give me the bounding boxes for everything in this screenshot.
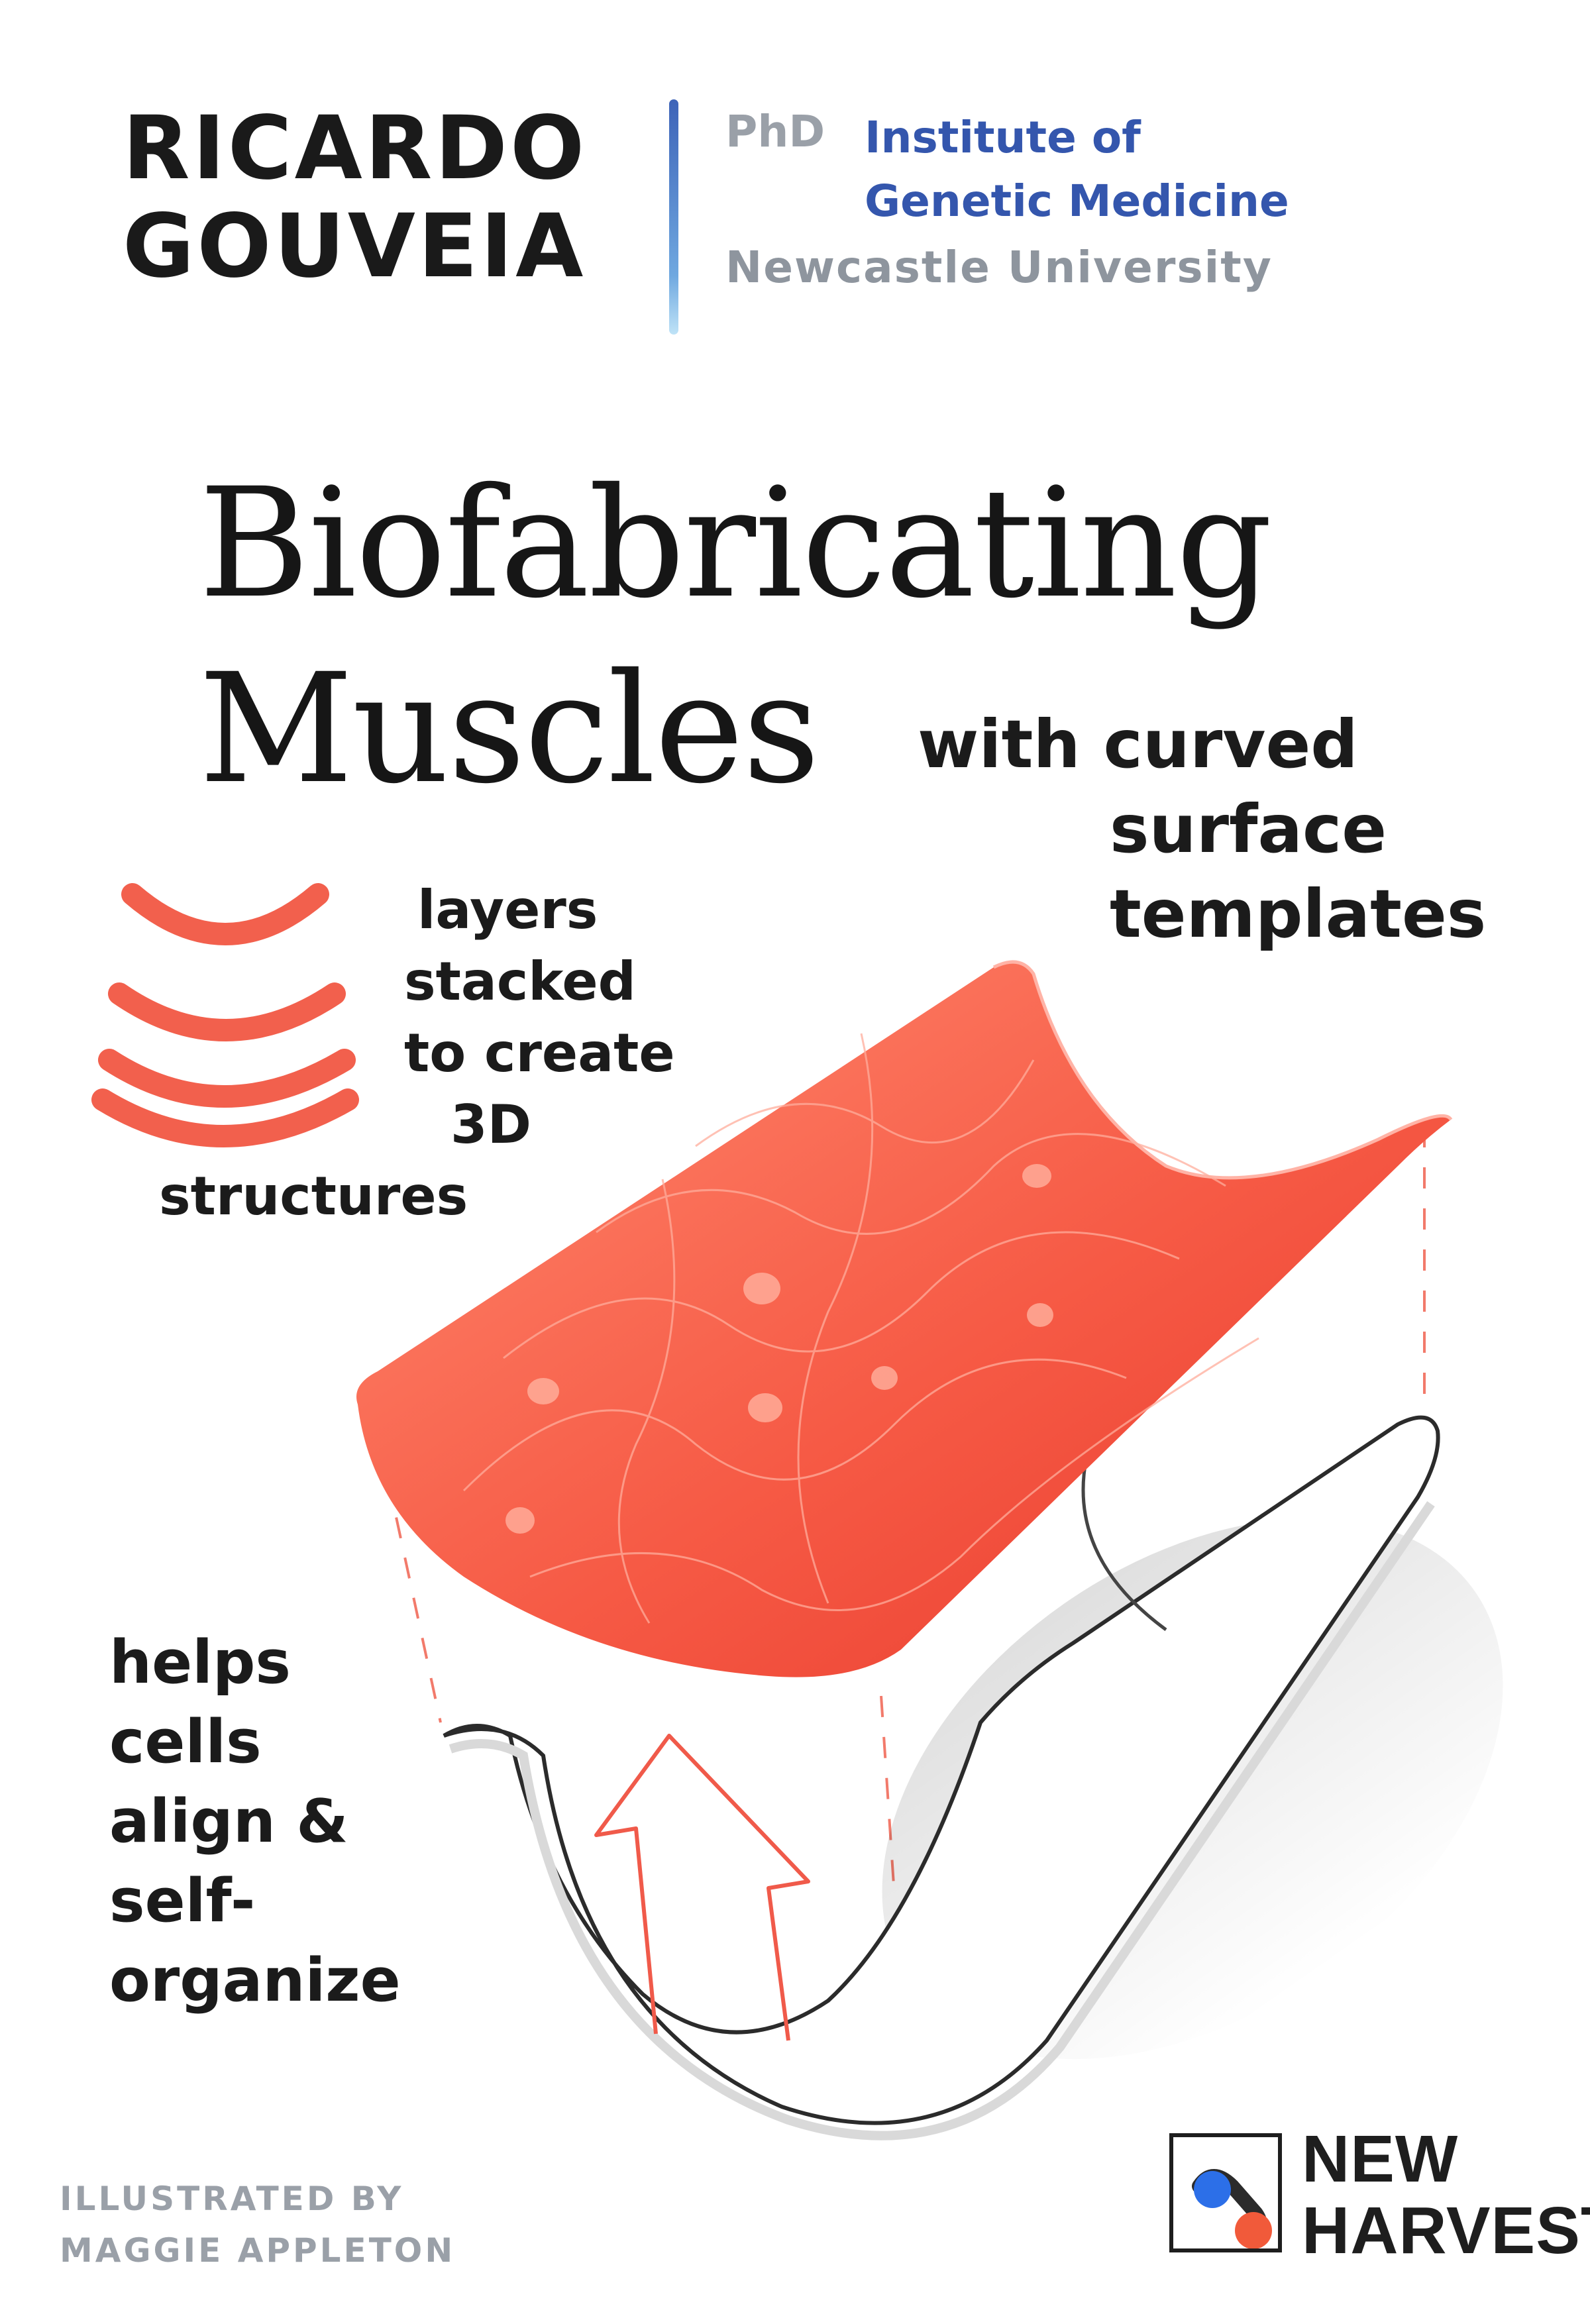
title-line-2: Muscles (199, 641, 820, 817)
logo-frame (1169, 2133, 1282, 2252)
cell-nuclei (505, 1164, 1053, 1534)
note-cells-line-4: self- (109, 1866, 256, 1936)
note-layers-line-5: structures (159, 1165, 468, 1227)
up-arrow-icon (594, 1734, 810, 2041)
author-name: RICARDO GOUVEIA (123, 99, 587, 295)
author-first-name: RICARDO (123, 97, 588, 199)
logo-line-1: NEW (1302, 2122, 1459, 2196)
page-title: Biofabricating Muscles (199, 450, 1273, 821)
stacked-layers-icon (91, 883, 359, 1147)
curved-template-icon (443, 1415, 1503, 2140)
institute-name: Institute of Genetic Medicine (865, 106, 1289, 233)
subtitle-line-3: templates (1110, 875, 1487, 953)
institute-line-2: Genetic Medicine (865, 176, 1289, 227)
subtitle-line-1: with curved (918, 706, 1358, 783)
header-divider (669, 99, 678, 335)
note-layers-line-2: stacked (404, 951, 636, 1012)
logo-wordmark: NEW HARVEST (1302, 2123, 1590, 2266)
note-cells-line-3: align & (109, 1787, 348, 1856)
new-harvest-logo-icon (1192, 2169, 1272, 2249)
muscle-sheet-icon (356, 960, 1453, 1677)
note-layers-line-3: to create (404, 1022, 675, 1084)
note-cells-line-1: helps (109, 1628, 291, 1697)
illustration-credit: ILLUSTRATED BY MAGGIE APPLETON (60, 2173, 455, 2276)
note-layers: layers stacked to create 3D structures (159, 874, 675, 1232)
note-layers-line-4: 3D (450, 1094, 532, 1155)
institute-line-1: Institute of (865, 112, 1141, 163)
note-cells: helps cells align & self- organize (109, 1623, 401, 2021)
degree-label: PhD (725, 106, 825, 157)
subtitle-line-2: surface (1110, 790, 1387, 868)
university-name: Newcastle University (725, 242, 1273, 293)
credit-line-1: ILLUSTRATED BY (60, 2180, 404, 2218)
note-cells-line-5: organize (109, 1946, 401, 2015)
subtitle: with curved surface templates (918, 702, 1486, 957)
note-cells-line-2: cells (109, 1707, 262, 1777)
note-layers-line-1: layers (417, 879, 598, 941)
logo-line-2: HARVEST (1302, 2193, 1590, 2268)
credit-line-2: MAGGIE APPLETON (60, 2231, 456, 2270)
muscle-fiber-lines (462, 1033, 1259, 1624)
author-last-name: GOUVEIA (123, 195, 586, 297)
title-line-1: Biofabricating (199, 455, 1273, 631)
